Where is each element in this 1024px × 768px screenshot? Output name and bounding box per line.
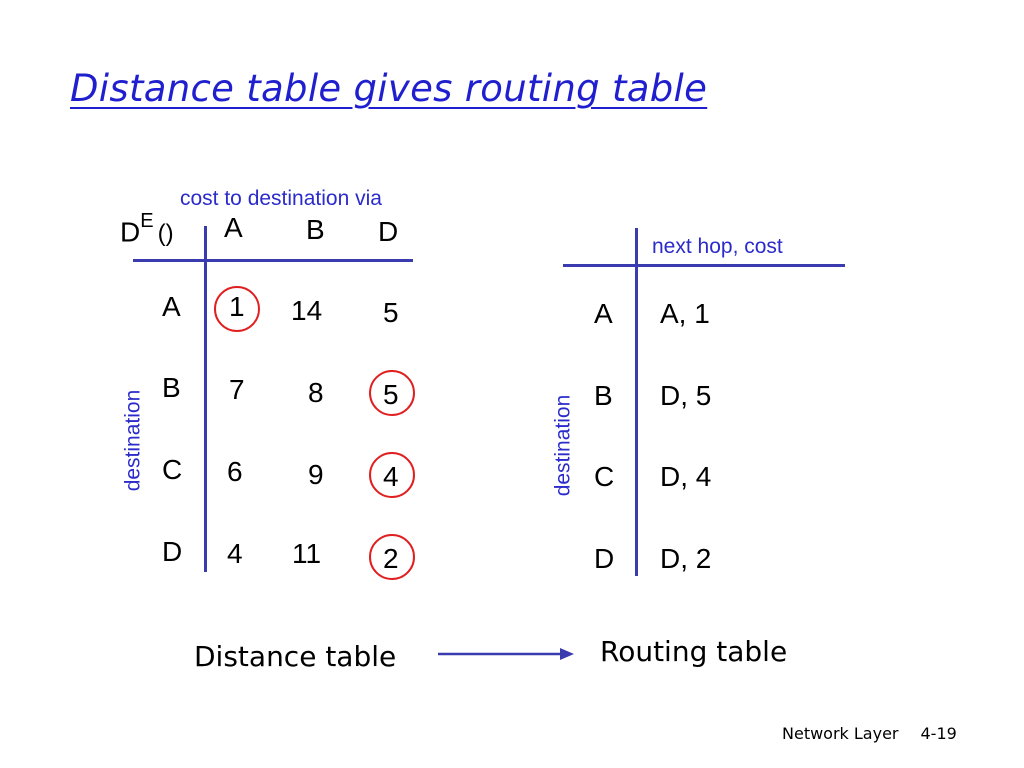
routing-table-caption: Routing table xyxy=(600,635,788,668)
distance-table-label-paren: () xyxy=(157,220,174,248)
distance-col-header-d: D xyxy=(378,216,399,247)
distance-table-vertical-rule xyxy=(204,226,207,572)
routing-entry-d: D, 2 xyxy=(660,543,712,574)
min-cost-circle-d xyxy=(369,534,415,580)
distance-cell-a-via-d: 5 xyxy=(383,297,399,328)
distance-cell-a-via-b: 14 xyxy=(291,295,323,326)
distance-row-dest-d: D xyxy=(162,536,183,567)
distance-table-row-axis-label: destination xyxy=(121,389,145,492)
distance-cell-b-via-b: 8 xyxy=(308,377,324,408)
routing-table-horizontal-rule xyxy=(563,264,845,267)
distance-cell-d-via-b: 11 xyxy=(292,538,322,569)
routing-entry-c: D, 4 xyxy=(660,461,712,492)
routing-table-header-note: next hop, cost xyxy=(652,235,783,258)
distance-cell-c-via-a: 6 xyxy=(227,456,243,487)
routing-row-dest-b: B xyxy=(594,380,613,411)
distance-row-dest-b: B xyxy=(162,372,181,403)
distance-table-caption: Distance table xyxy=(194,640,397,673)
slide-title: Distance table gives routing table xyxy=(70,67,708,110)
routing-entry-a: A, 1 xyxy=(660,298,710,329)
distance-table-horizontal-rule xyxy=(133,259,413,262)
routing-row-dest-d: D xyxy=(594,543,615,574)
distance-row-dest-a: A xyxy=(162,291,181,322)
routing-entry-b: D, 5 xyxy=(660,380,712,411)
distance-cell-b-via-a: 7 xyxy=(229,374,245,405)
distance-table-header-note: cost to destination via xyxy=(180,187,382,210)
distance-table-label-main: D xyxy=(120,216,141,248)
footer: Network Layer 4-19 xyxy=(782,726,957,742)
distance-cell-c-via-b: 9 xyxy=(308,459,324,490)
distance-col-header-a: A xyxy=(224,212,243,243)
distance-cell-d-via-a: 4 xyxy=(227,538,243,569)
distance-table-label-superscript: E xyxy=(140,210,154,232)
distance-col-header-b: B xyxy=(306,214,325,245)
distance-row-dest-c: C xyxy=(162,454,183,485)
routing-table-row-axis-label: destination xyxy=(551,394,575,497)
routing-row-dest-a: A xyxy=(594,298,613,329)
routing-table-vertical-rule xyxy=(635,228,638,576)
min-cost-circle-a xyxy=(214,286,260,332)
footer-page-number: 4-19 xyxy=(920,724,957,743)
distance-table-label: DE() xyxy=(120,211,174,248)
routing-row-dest-c: C xyxy=(594,461,615,492)
min-cost-circle-c xyxy=(369,452,415,498)
min-cost-circle-b xyxy=(369,370,415,416)
right-arrow-icon xyxy=(438,648,574,660)
footer-section: Network Layer xyxy=(782,724,899,743)
